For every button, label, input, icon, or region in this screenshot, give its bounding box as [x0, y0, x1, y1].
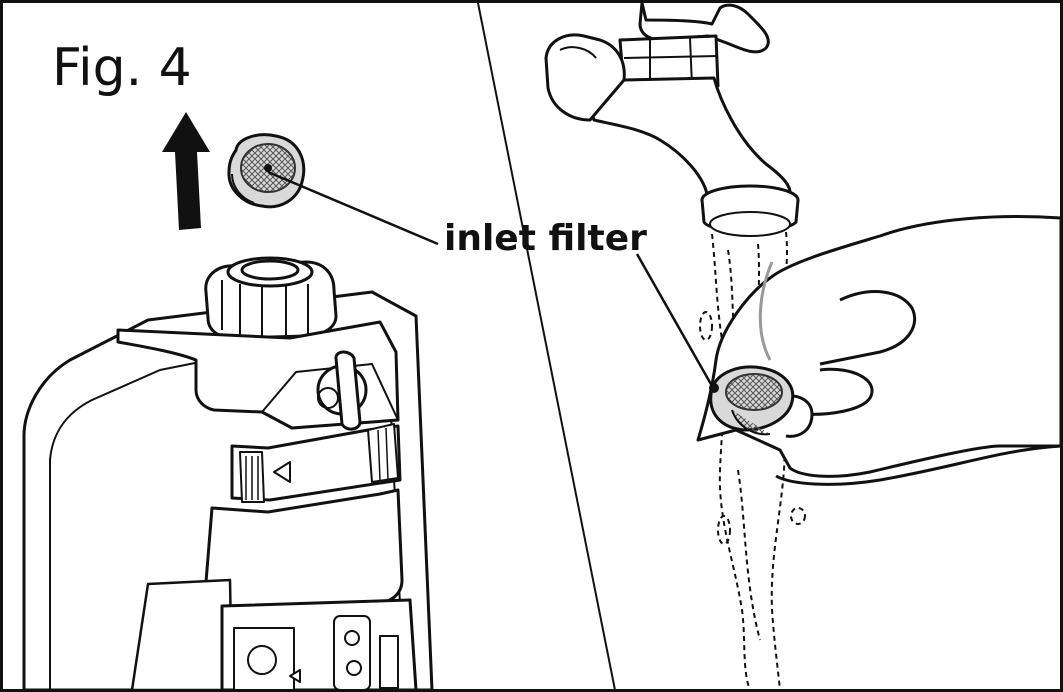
- figure-label: Fig. 4: [52, 38, 192, 98]
- up-arrow-icon: [162, 112, 210, 230]
- held-filter-screen-icon: [709, 365, 795, 436]
- hand-icon: [696, 215, 1063, 486]
- callout-leader-left: [267, 170, 439, 246]
- panel-divider: [477, 2, 616, 691]
- hose-timer-device: [22, 256, 434, 692]
- callout-leader-right: [635, 253, 714, 387]
- inlet-filter-callout: inlet filter: [444, 218, 647, 259]
- faucet-icon: [544, 1, 800, 237]
- filter-screen-icon: [227, 133, 306, 209]
